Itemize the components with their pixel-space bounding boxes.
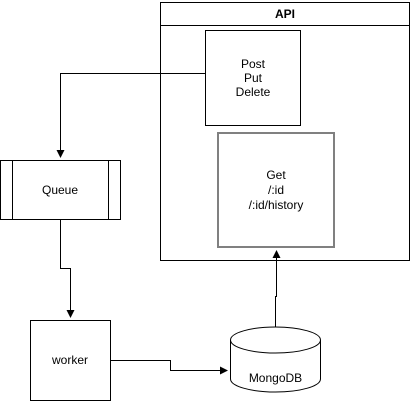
worker-node: worker: [30, 320, 111, 401]
read-op-history: /:id/history: [249, 198, 304, 212]
arrow-write-to-queue: [56, 73, 206, 158]
write-op-post: Post: [241, 57, 266, 71]
arrow-queue-to-worker: [60, 219, 75, 318]
read-ops-box: Get /:id /:id/history: [217, 132, 335, 248]
read-op-id: /:id: [268, 183, 284, 197]
write-op-delete: Delete: [236, 85, 271, 99]
write-ops-box: Post Put Delete: [205, 30, 301, 126]
mongodb-label: MongoDB: [249, 371, 302, 385]
queue-label: Queue: [42, 183, 78, 197]
queue-node: Queue: [0, 160, 121, 220]
mongodb-node: MongoDB: [230, 326, 321, 393]
api-title: API: [275, 7, 295, 21]
write-op-put: Put: [244, 71, 263, 85]
arrow-mongodb-to-read: [272, 250, 281, 327]
arrow-worker-to-mongodb: [110, 360, 228, 375]
worker-label: worker: [51, 353, 88, 367]
read-op-get: Get: [266, 168, 286, 182]
